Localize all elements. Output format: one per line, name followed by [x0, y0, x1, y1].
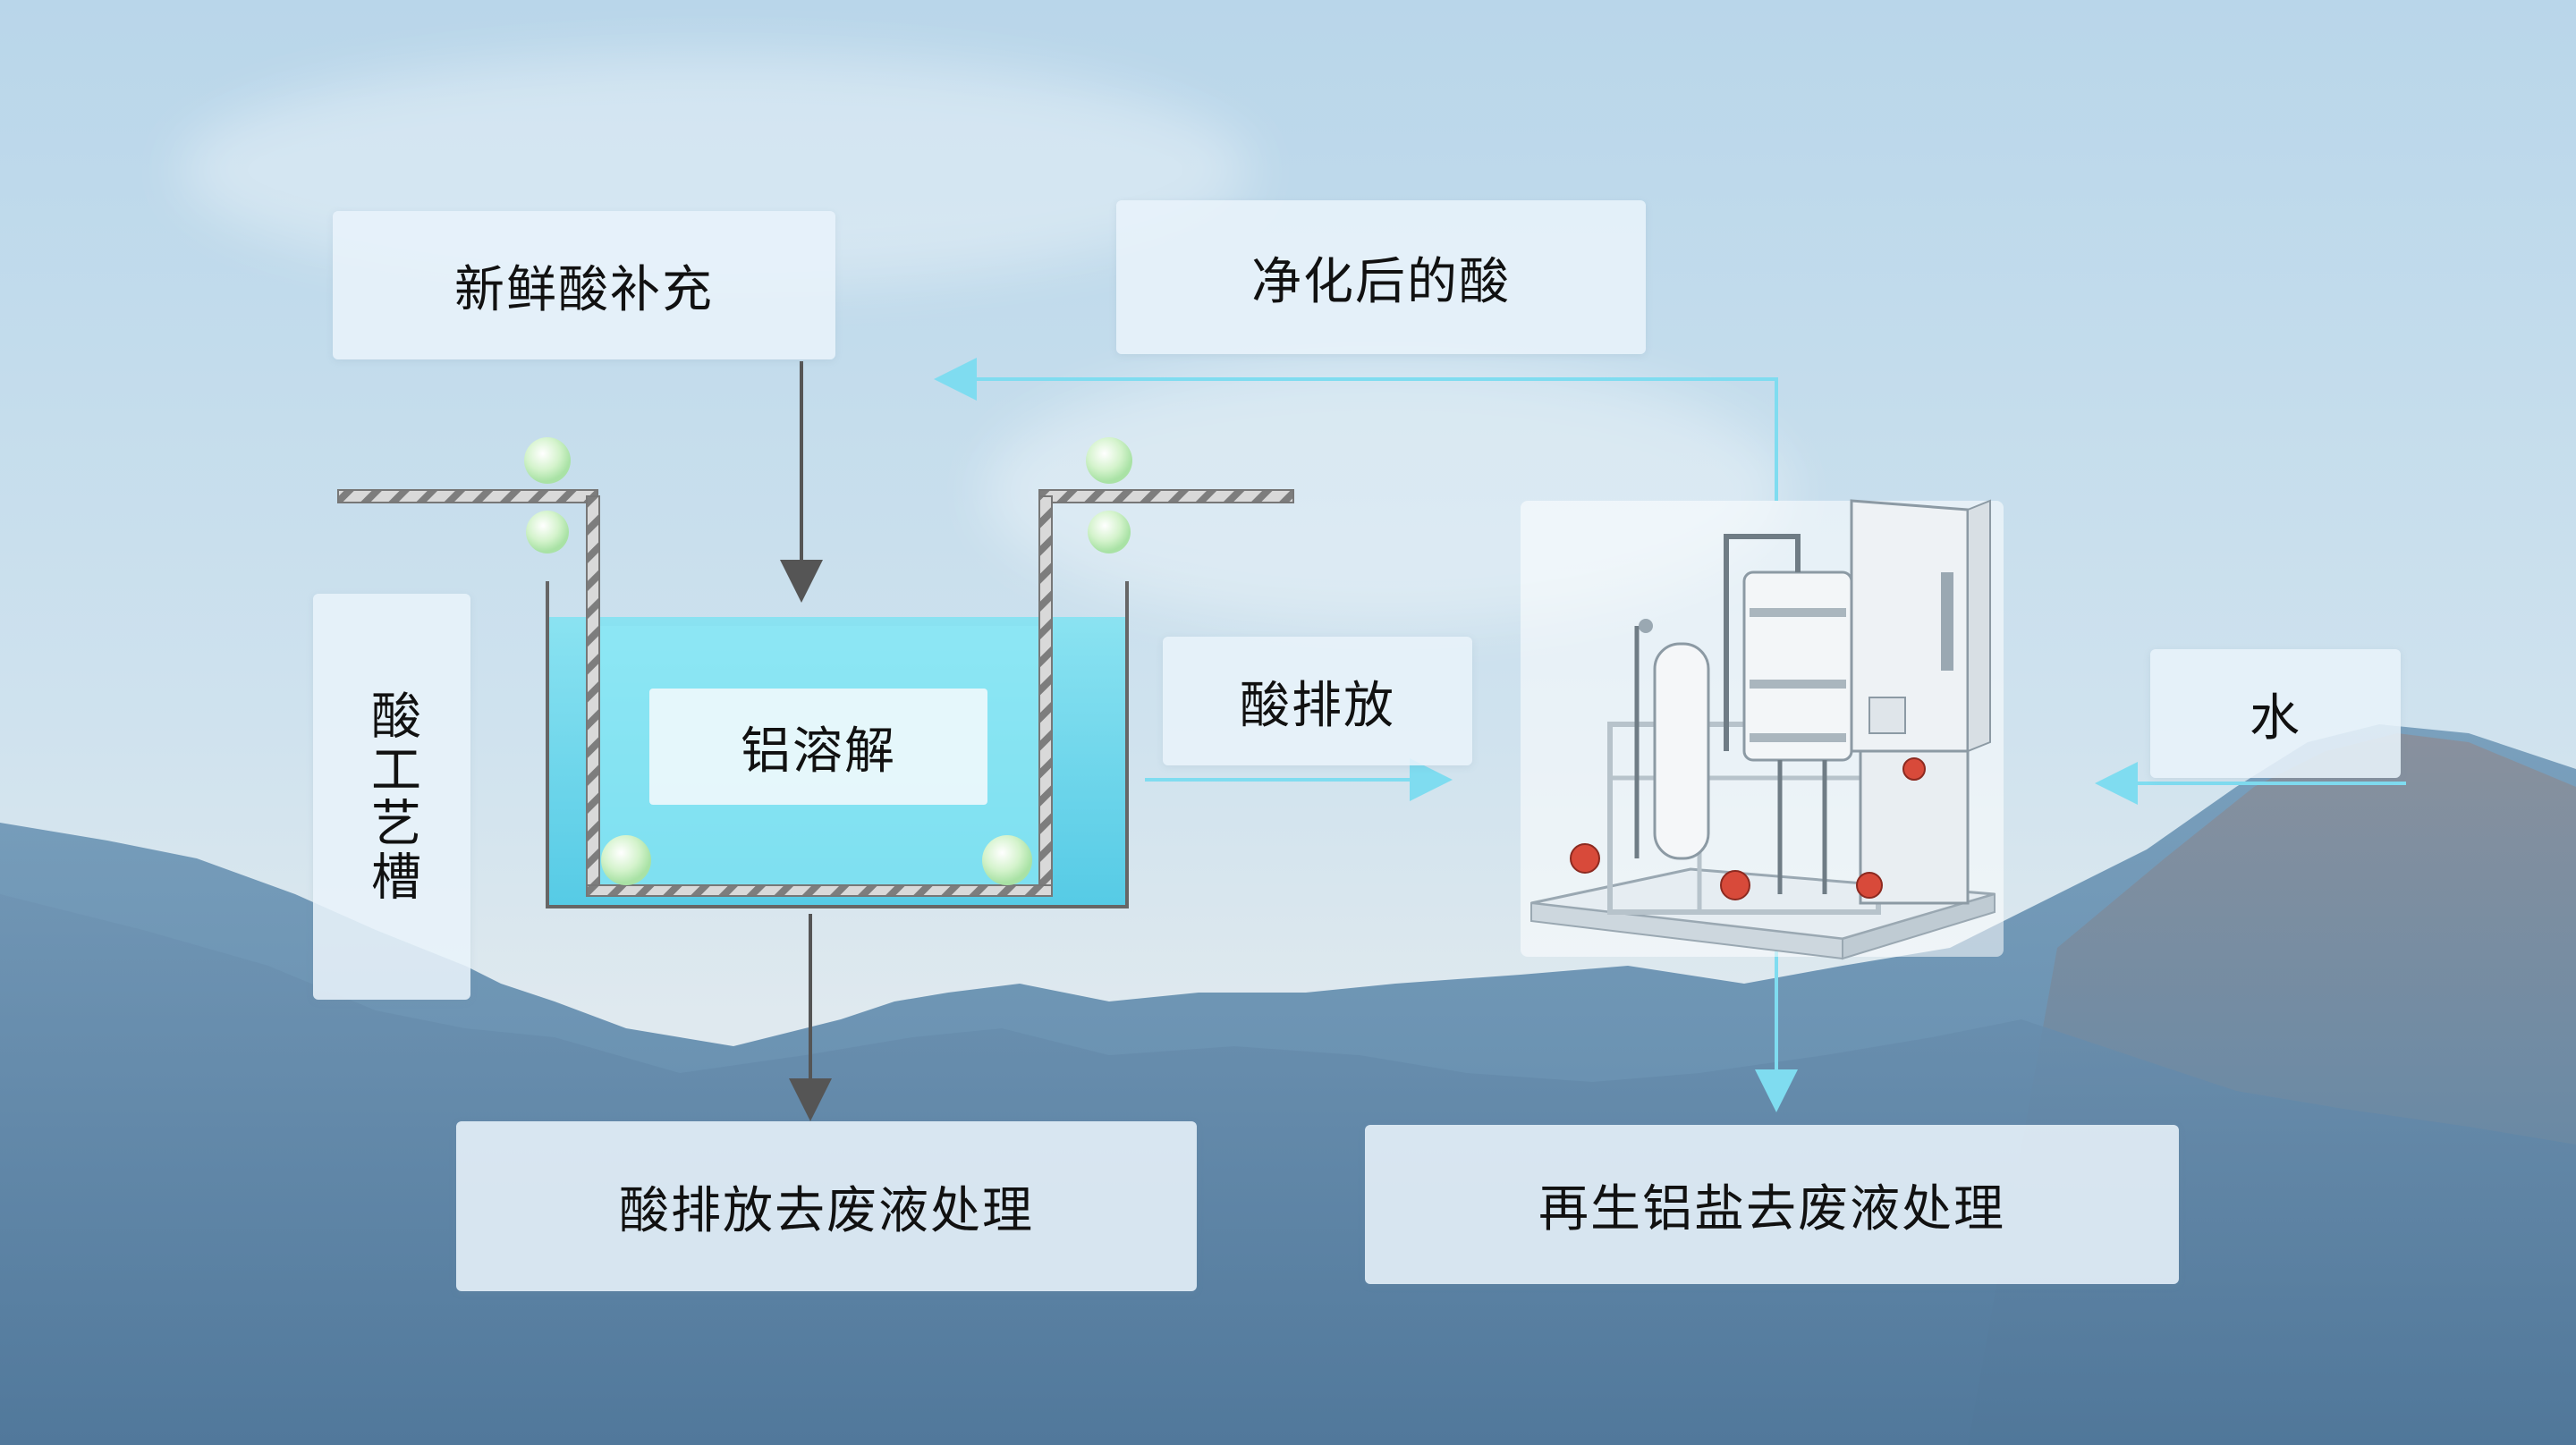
purified-acid-box: 净化后的酸: [1116, 200, 1646, 354]
inner-left-wall: [586, 495, 600, 891]
bubble: [526, 511, 569, 553]
bubble: [601, 835, 651, 885]
fresh-acid-label: 新鲜酸补充: [454, 260, 714, 319]
bubble: [1086, 437, 1132, 484]
left-rail: [337, 489, 598, 503]
aluminum-dissolve-label: 铝溶解: [741, 722, 896, 781]
tank-outer-wall: [546, 581, 1129, 908]
inner-right-wall: [1038, 495, 1053, 891]
regen-to-waste-label: 再生铝盐去废液处理: [1538, 1179, 2005, 1238]
acid-to-waste-label: 酸排放去废液处理: [619, 1181, 1034, 1240]
purified-acid-label: 净化后的酸: [1251, 252, 1511, 311]
acid-discharge-label: 酸排放: [1240, 676, 1395, 735]
bubble: [982, 835, 1032, 885]
acid-tank-label: 酸工艺槽: [362, 689, 421, 904]
bubble: [1088, 511, 1131, 553]
acid-discharge-box: 酸排放: [1163, 637, 1472, 765]
purification-unit: [1521, 499, 2004, 960]
acid-to-waste-box: 酸排放去废液处理: [456, 1121, 1197, 1291]
inner-bottom-wall: [586, 884, 1053, 897]
water-box: 水: [2150, 649, 2401, 778]
water-label: 水: [2250, 689, 2301, 748]
regen-to-waste-box: 再生铝盐去废液处理: [1365, 1125, 2179, 1284]
acid-tank-box: 酸工艺槽: [313, 594, 470, 1000]
right-rail: [1038, 489, 1294, 503]
arrow-purified-return: [934, 358, 1778, 501]
bubble: [524, 437, 571, 484]
fresh-acid-box: 新鲜酸补充: [333, 211, 835, 359]
aluminum-dissolve-box: 铝溶解: [649, 689, 987, 805]
